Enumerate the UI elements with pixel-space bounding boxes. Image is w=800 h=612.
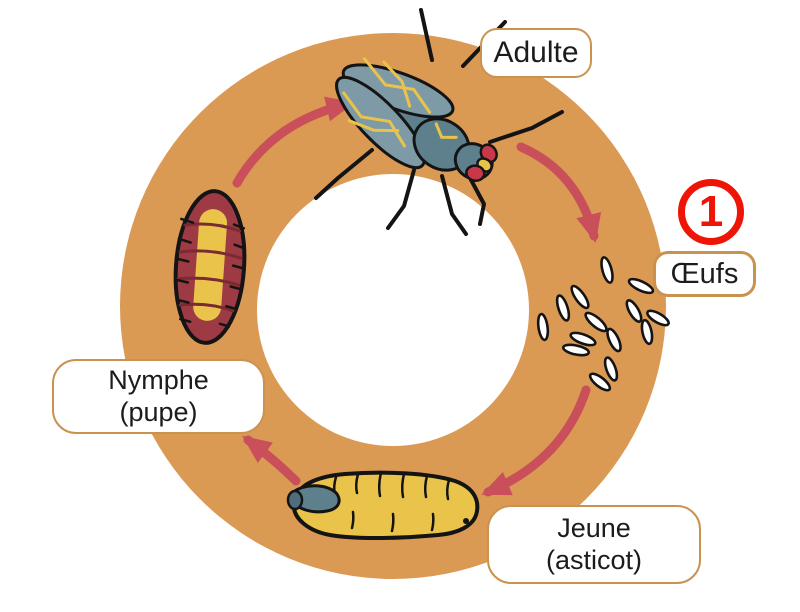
label-nymphe-line2: (pupe) (119, 396, 198, 427)
label-adulte: Adulte (480, 28, 592, 78)
eggs-illustration (536, 256, 670, 392)
label-nymphe-line1: Nymphe (108, 364, 209, 395)
cycle-arrows (232, 96, 602, 497)
fly-antenna (419, 8, 434, 62)
label-oeufs: Œufs (653, 251, 756, 297)
step-1-marker: 1 (678, 179, 744, 245)
arrow-oeufs-to-jeune (481, 385, 591, 497)
label-nymphe: Nymphe (pupe) (52, 359, 265, 434)
arrow-adulte-to-oeufs (516, 142, 602, 243)
label-jeune: Jeune (asticot) (487, 505, 701, 584)
label-oeufs-text: Œufs (670, 257, 739, 290)
label-jeune-line2: (asticot) (545, 544, 643, 575)
label-jeune-line1: Jeune (557, 512, 631, 543)
step-1-number: 1 (698, 187, 724, 236)
maggot-illustration (286, 470, 480, 541)
pupa-illustration (173, 189, 247, 345)
arrow-jeune-to-nymphe (242, 435, 301, 486)
arrow-nymphe-to-adulte (232, 96, 356, 188)
label-adulte-text: Adulte (493, 36, 579, 70)
